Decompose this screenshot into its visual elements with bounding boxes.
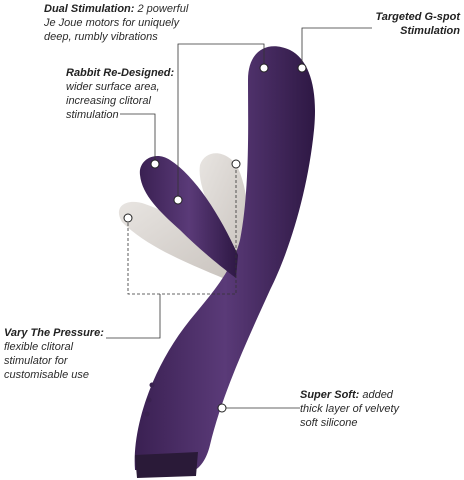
rabbit-arm	[139, 155, 238, 278]
callout-title: Vary The Pressure:	[4, 327, 104, 339]
callout-body: customisable use	[4, 369, 89, 381]
callout-body: Je Joue motors for uniquely	[44, 17, 180, 29]
control-button	[149, 382, 155, 388]
callout-body: added	[359, 389, 393, 401]
callout-dual-stimulation: Dual Stimulation: 2 powerful Je Joue mot…	[44, 2, 214, 44]
callout-title-line2: Stimulation	[400, 25, 460, 37]
callout-body: deep, rumbly vibrations	[44, 31, 158, 43]
marker-soft	[217, 403, 227, 413]
callout-title: Targeted G-spot	[375, 11, 460, 23]
vibrator-body	[134, 46, 315, 472]
marker-gspot	[297, 63, 307, 73]
callout-body: 2 powerful	[134, 3, 189, 15]
callout-vary-pressure: Vary The Pressure: flexible clitoral sti…	[4, 326, 104, 382]
leader-gspot	[301, 27, 372, 68]
callout-title: Dual Stimulation:	[44, 3, 135, 15]
callout-title: Rabbit Re-Designed:	[66, 67, 175, 79]
callout-body: increasing clitoral	[66, 95, 151, 107]
callout-title: Super Soft:	[300, 389, 360, 401]
callout-gspot: Targeted G-spot Stimulation	[370, 10, 460, 38]
ghost-arm-right	[199, 153, 248, 264]
marker-motor	[173, 195, 183, 205]
control-button	[144, 411, 150, 417]
control-button	[146, 397, 152, 403]
marker-vary	[123, 213, 133, 223]
callout-body: thick layer of velvety	[300, 403, 400, 415]
marker-rabbit	[150, 159, 160, 169]
vibrator-base	[135, 452, 198, 478]
ghost-arm-left	[118, 201, 235, 282]
leader-lines	[106, 27, 372, 409]
callout-body: soft silicone	[300, 417, 358, 429]
callout-rabbit-redesigned: Rabbit Re-Designed: wider surface area, …	[66, 66, 186, 122]
leader-rabbit	[120, 113, 156, 164]
callout-super-soft: Super Soft: added thick layer of velvety…	[300, 388, 450, 430]
leader-vary	[127, 164, 237, 295]
marker-ghost	[231, 159, 241, 169]
marker-dual	[259, 63, 269, 73]
leader-dual	[177, 43, 265, 200]
callout-body: wider surface area,	[66, 81, 160, 93]
callout-body: flexible clitoral	[4, 341, 74, 353]
leader-vary-down	[106, 294, 161, 339]
callout-body: stimulator for	[4, 355, 68, 367]
markers	[123, 63, 307, 413]
callout-body: stimulation	[66, 109, 119, 121]
